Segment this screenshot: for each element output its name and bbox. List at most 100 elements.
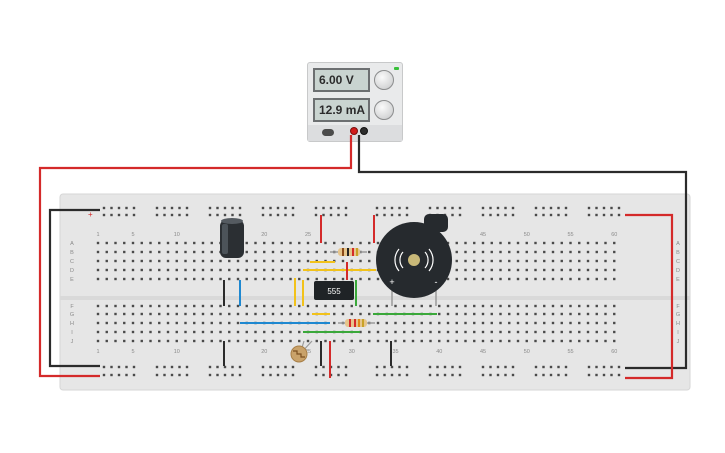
terminal-hole[interactable]	[341, 339, 345, 343]
terminal-hole[interactable]	[306, 250, 310, 254]
rail-hole[interactable]	[163, 365, 166, 369]
terminal-hole[interactable]	[263, 339, 266, 343]
terminal-hole[interactable]	[578, 312, 581, 316]
terminal-hole[interactable]	[499, 259, 502, 263]
terminal-hole[interactable]	[385, 277, 388, 281]
rail-hole[interactable]	[496, 373, 500, 377]
terminal-hole[interactable]	[455, 339, 458, 343]
rail-hole[interactable]	[511, 373, 515, 377]
terminal-hole[interactable]	[140, 277, 143, 281]
terminal-hole[interactable]	[473, 277, 476, 281]
terminal-hole[interactable]	[586, 330, 590, 334]
terminal-hole[interactable]	[604, 312, 607, 316]
terminal-hole[interactable]	[385, 250, 388, 254]
terminal-hole[interactable]	[236, 304, 240, 308]
terminal-hole[interactable]	[429, 304, 432, 308]
terminal-hole[interactable]	[324, 268, 327, 272]
rail-hole[interactable]	[534, 365, 538, 369]
rail-hole[interactable]	[208, 373, 212, 377]
terminal-hole[interactable]	[123, 321, 126, 325]
rail-hole[interactable]	[170, 365, 174, 369]
rail-hole[interactable]	[398, 373, 401, 377]
terminal-hole[interactable]	[131, 339, 135, 343]
terminal-hole[interactable]	[394, 277, 397, 281]
terminal-hole[interactable]	[210, 259, 213, 263]
rail-hole[interactable]	[405, 373, 409, 377]
terminal-hole[interactable]	[403, 277, 406, 281]
voltage-knob[interactable]	[374, 70, 394, 90]
terminal-hole[interactable]	[586, 268, 590, 272]
rail-hole[interactable]	[238, 206, 242, 210]
terminal-hole[interactable]	[490, 277, 493, 281]
terminal-hole[interactable]	[499, 321, 502, 325]
terminal-hole[interactable]	[411, 250, 415, 254]
terminal-hole[interactable]	[403, 321, 406, 325]
terminal-hole[interactable]	[280, 250, 283, 254]
terminal-hole[interactable]	[429, 321, 432, 325]
terminal-hole[interactable]	[333, 277, 336, 281]
terminal-hole[interactable]	[394, 339, 397, 343]
rail-hole[interactable]	[428, 373, 432, 377]
rail-hole[interactable]	[383, 213, 386, 217]
terminal-hole[interactable]	[298, 277, 301, 281]
rail-hole[interactable]	[564, 213, 568, 217]
rail-hole[interactable]	[110, 365, 113, 369]
terminal-hole[interactable]	[368, 259, 371, 263]
rail-hole[interactable]	[489, 206, 492, 210]
terminal-hole[interactable]	[411, 330, 415, 334]
terminal-hole[interactable]	[158, 304, 161, 308]
terminal-hole[interactable]	[245, 241, 248, 245]
terminal-hole[interactable]	[289, 241, 292, 245]
terminal-hole[interactable]	[158, 268, 161, 272]
rail-hole[interactable]	[557, 213, 560, 217]
rail-hole[interactable]	[284, 373, 287, 377]
rail-hole[interactable]	[170, 373, 174, 377]
terminal-hole[interactable]	[403, 330, 406, 334]
piezo-buzzer[interactable]: + -	[376, 214, 452, 306]
terminal-hole[interactable]	[578, 259, 581, 263]
rail-hole[interactable]	[163, 213, 166, 217]
rail-hole[interactable]	[390, 206, 394, 210]
terminal-hole[interactable]	[280, 304, 283, 308]
terminal-hole[interactable]	[105, 304, 108, 308]
rail-hole[interactable]	[534, 206, 538, 210]
rail-hole[interactable]	[208, 213, 212, 217]
terminal-hole[interactable]	[586, 241, 590, 245]
terminal-hole[interactable]	[569, 304, 572, 308]
terminal-hole[interactable]	[613, 268, 616, 272]
terminal-hole[interactable]	[324, 277, 327, 281]
terminal-hole[interactable]	[490, 339, 493, 343]
terminal-hole[interactable]	[359, 241, 362, 245]
terminal-hole[interactable]	[595, 312, 598, 316]
terminal-hole[interactable]	[604, 339, 607, 343]
terminal-hole[interactable]	[289, 330, 292, 334]
terminal-hole[interactable]	[411, 312, 415, 316]
terminal-hole[interactable]	[280, 330, 283, 334]
terminal-hole[interactable]	[114, 321, 117, 325]
rail-hole[interactable]	[284, 206, 287, 210]
rail-hole[interactable]	[564, 206, 568, 210]
terminal-hole[interactable]	[350, 330, 353, 334]
terminal-hole[interactable]	[394, 330, 397, 334]
terminal-hole[interactable]	[595, 241, 598, 245]
rail-hole[interactable]	[489, 213, 492, 217]
rail-hole[interactable]	[155, 373, 159, 377]
power-supply[interactable]: 6.00 V 12.9 mA	[307, 62, 403, 142]
terminal-hole[interactable]	[254, 277, 257, 281]
terminal-hole[interactable]	[105, 268, 108, 272]
terminal-hole[interactable]	[490, 268, 493, 272]
terminal-hole[interactable]	[490, 250, 493, 254]
terminal-hole[interactable]	[394, 250, 397, 254]
terminal-hole[interactable]	[219, 339, 222, 343]
terminal-hole[interactable]	[306, 259, 310, 263]
terminal-hole[interactable]	[131, 312, 135, 316]
terminal-hole[interactable]	[149, 277, 152, 281]
terminal-hole[interactable]	[368, 321, 371, 325]
terminal-hole[interactable]	[446, 339, 450, 343]
terminal-hole[interactable]	[525, 330, 528, 334]
rail-hole[interactable]	[322, 373, 325, 377]
terminal-hole[interactable]	[96, 330, 100, 334]
rail-hole[interactable]	[329, 206, 333, 210]
terminal-hole[interactable]	[490, 312, 493, 316]
terminal-hole[interactable]	[595, 339, 598, 343]
